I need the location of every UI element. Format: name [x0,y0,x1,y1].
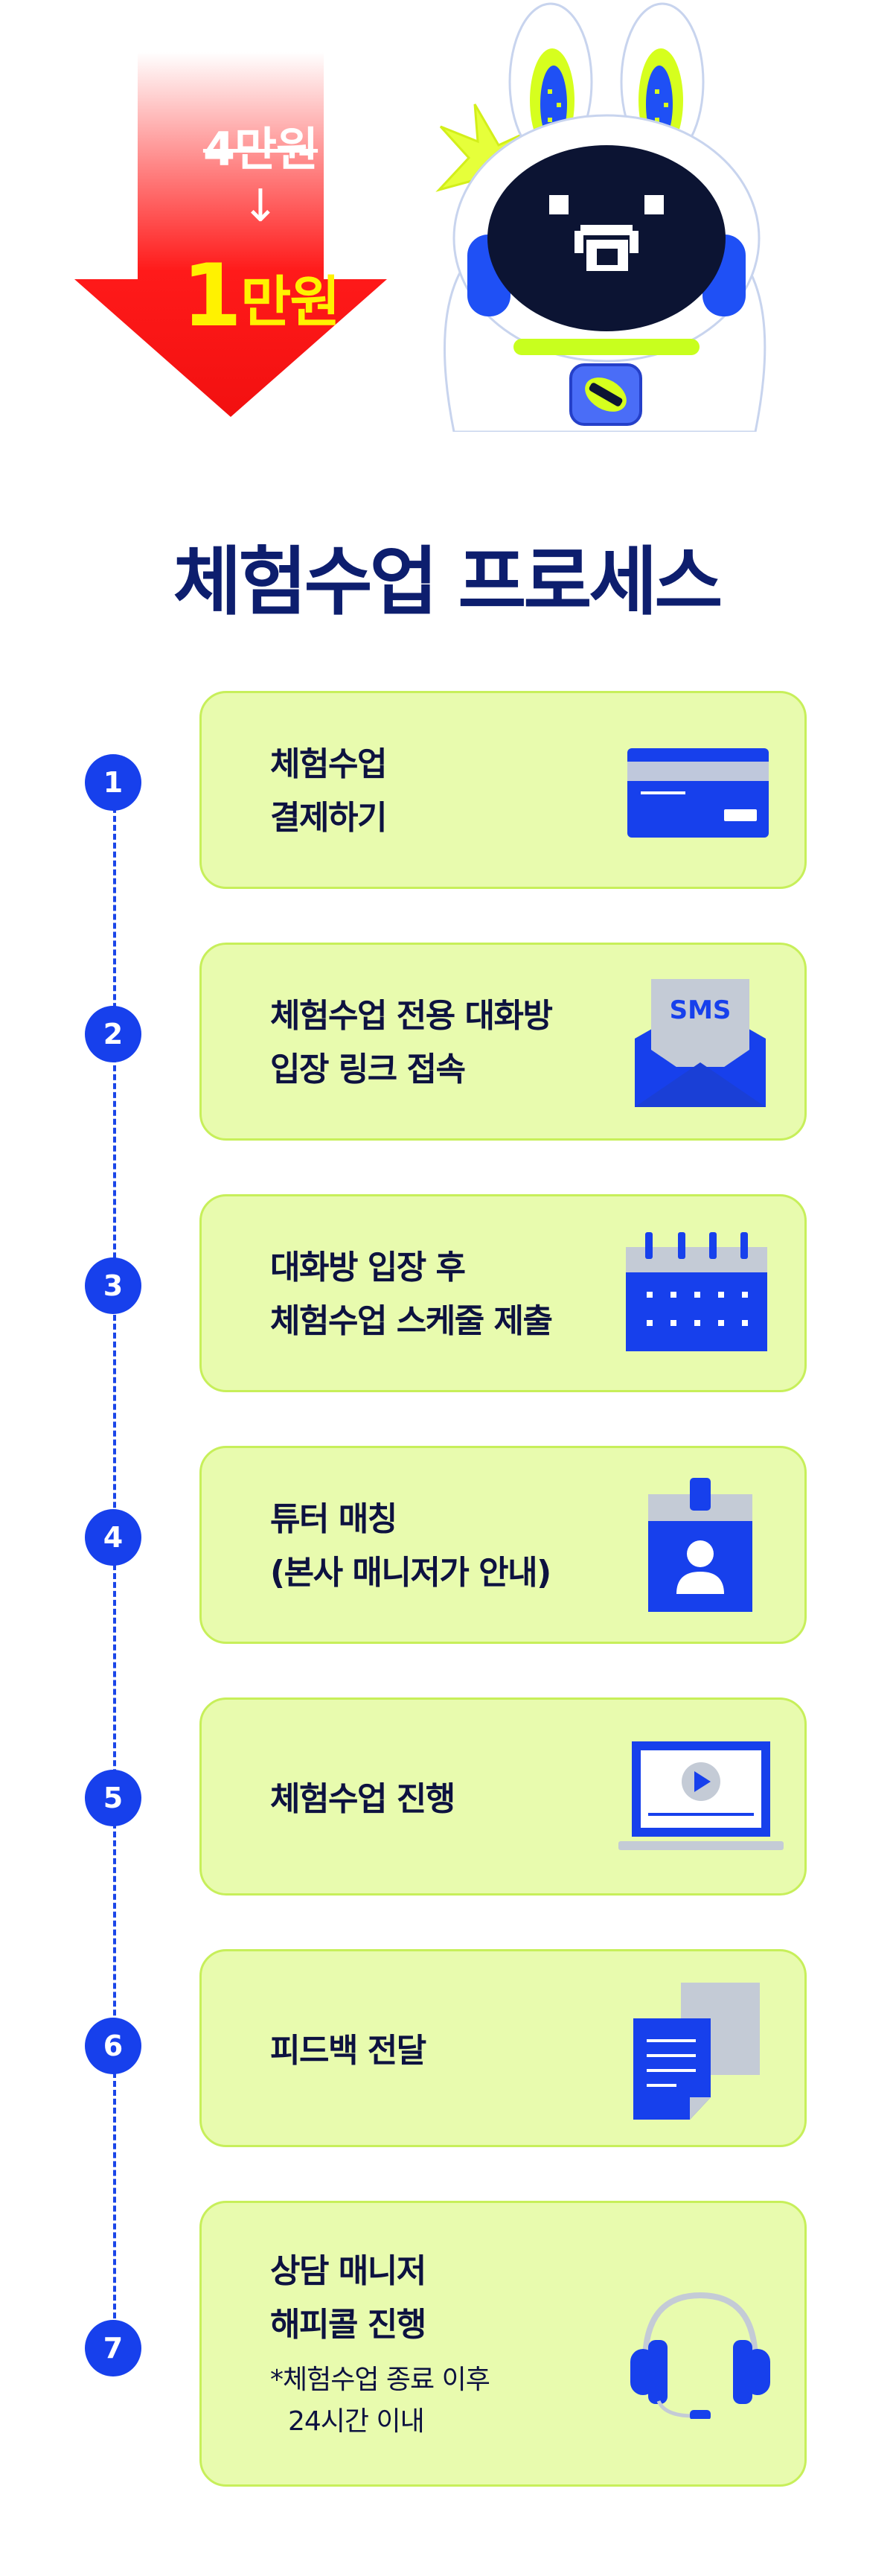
step-text: 상담 매니저 해피콜 진행 [270,2245,426,2352]
step-card-6: 피드백 전달 [199,1949,807,2147]
page-title: 체험수업 프로세스 [173,538,723,625]
discount-price-unit: 만원 [240,270,340,334]
step-text: 체험수업 진행 [270,1773,455,1826]
step-card-4: 튜터 매칭 (본사 매니저가 안내) [199,1446,807,1644]
price-down-arrow-icon [74,52,387,417]
step-text-line: 체험수업 진행 [270,1780,455,1818]
hero-banner: 4만원 ↓ 1만원 [0,0,893,432]
calendar-icon [626,1232,767,1351]
step-number-5: 5 [85,1770,141,1826]
step-card-2: 체험수업 전용 대화방 입장 링크 접속 SMS [199,943,807,1141]
sms-label: SMS [669,995,732,1025]
step-text-line: 체험수업 스케줄 제출 [270,1302,553,1340]
step-note-line: 24시간 이내 [288,2406,425,2437]
step-text-line: 튜터 매칭 [270,1500,397,1538]
step-text: 체험수업 결제하기 [270,738,387,845]
step-number-1: 1 [85,754,141,811]
step-text-line: 피드백 전달 [270,2032,426,2070]
step-card-1: 체험수업 결제하기 [199,691,807,889]
step-card-7: 상담 매니저 해피콜 진행 *체험수업 종료 이후 24시간 이내 [199,2201,807,2487]
step-note: *체험수업 종료 이후 24시간 이내 [270,2359,490,2443]
step-text: 피드백 전달 [270,2024,426,2078]
price-change-arrow: ↓ [241,180,280,232]
headset-icon [630,2292,770,2419]
step-note-line: *체험수업 종료 이후 [270,2365,490,2395]
id-badge-icon [648,1478,752,1612]
step-number-3: 3 [85,1257,141,1314]
timeline-connector [113,789,116,2345]
step-text: 튜터 매칭 (본사 매니저가 안내) [270,1493,551,1600]
step-text-line: 대화방 입장 후 [270,1249,466,1287]
step-card-3: 대화방 입장 후 체험수업 스케줄 제출 [199,1194,807,1392]
step-number-4: 4 [85,1509,141,1566]
step-text-line: 입장 링크 접속 [270,1051,466,1088]
credit-card-icon [627,748,769,838]
step-number-7: 7 [85,2320,141,2376]
step-card-5: 체험수업 진행 [199,1697,807,1896]
sms-envelope-icon: SMS [635,979,766,1110]
rabbit-mascot-icon [435,2,766,432]
step-text-line: 체험수업 전용 대화방 [270,997,553,1035]
laptop-video-icon [618,1741,784,1850]
step-text-line: (본사 매니저가 안내) [270,1554,551,1592]
step-text: 대화방 입장 후 체험수업 스케줄 제출 [270,1241,553,1348]
step-number-2: 2 [85,1006,141,1062]
discount-price: 1만원 [138,246,383,346]
documents-icon [633,1983,760,2120]
step-text-line: 체험수업 [270,745,387,783]
step-text-line: 결제하기 [270,799,387,837]
step-text-line: 해피콜 진행 [270,2306,426,2344]
step-text: 체험수업 전용 대화방 입장 링크 접속 [270,989,553,1097]
discount-price-number: 1 [182,246,243,346]
step-text-line: 상담 매니저 [270,2252,426,2290]
step-number-6: 6 [85,2018,141,2074]
original-price: 4만원 [202,122,319,176]
